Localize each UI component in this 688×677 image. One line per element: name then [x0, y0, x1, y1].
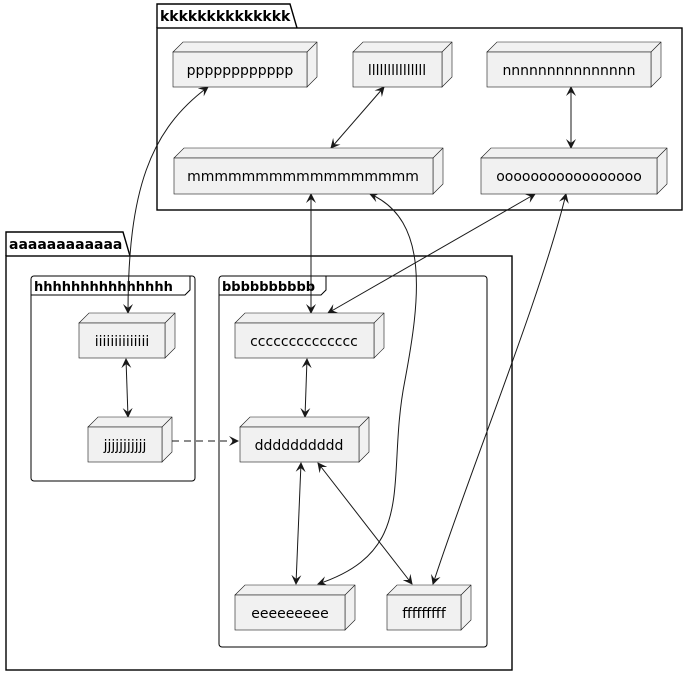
package-k-title: kkkkkkkkkkkkkk	[160, 9, 291, 25]
node-i-label: iiiiiiiiiiiiii	[95, 334, 149, 350]
node-i[interactable]: iiiiiiiiiiiiii	[78, 312, 176, 359]
node-j[interactable]: jjjjjjjjjjj	[87, 416, 173, 463]
edge-c-d	[300, 358, 312, 418]
edge-d-e	[291, 462, 306, 585]
node-l[interactable]: lllllllllllllll	[352, 41, 453, 88]
edge-i-j	[121, 358, 133, 418]
node-o-label: ooooooooooooooooo	[496, 169, 642, 185]
node-e[interactable]: eeeeeeeee	[234, 584, 356, 631]
edge-l-m	[330, 86, 385, 149]
node-e-label: eeeeeeeee	[251, 606, 329, 622]
node-p-label: pppppppppppp	[187, 63, 294, 79]
node-d-label: dddddddddd	[255, 438, 344, 454]
edge-m-e	[317, 193, 417, 586]
node-c[interactable]: cccccccccccccc	[234, 312, 385, 359]
node-m[interactable]: mmmmmmmmmmmmmmmmm	[173, 147, 444, 195]
nodes: pppppppppppp lllllllllllllll nnnnnnnnnnn…	[78, 41, 668, 631]
node-m-label: mmmmmmmmmmmmmmmmm	[187, 169, 419, 185]
node-n[interactable]: nnnnnnnnnnnnnnn	[486, 41, 662, 88]
node-j-label: jjjjjjjjjjj	[103, 438, 147, 454]
node-f-label: fffffffff	[402, 606, 447, 622]
node-d[interactable]: dddddddddd	[239, 416, 370, 463]
node-f[interactable]: fffffffff	[386, 584, 472, 631]
edge-o-c	[327, 193, 536, 314]
edge-d-f	[317, 462, 413, 585]
frame-h-title: hhhhhhhhhhhhhhh	[34, 280, 173, 295]
edge-p-i	[123, 86, 209, 314]
node-o[interactable]: ooooooooooooooooo	[480, 147, 668, 195]
package-a-title: aaaaaaaaaaaa	[9, 237, 122, 253]
node-c-label: cccccccccccccc	[250, 334, 358, 350]
edge-o-f	[431, 193, 569, 585]
edges	[121, 86, 576, 586]
node-l-label: lllllllllllllll	[368, 63, 426, 79]
frame-b-title: bbbbbbbbbb	[222, 280, 315, 295]
node-p[interactable]: pppppppppppp	[172, 41, 318, 88]
node-n-label: nnnnnnnnnnnnnnn	[502, 63, 635, 79]
